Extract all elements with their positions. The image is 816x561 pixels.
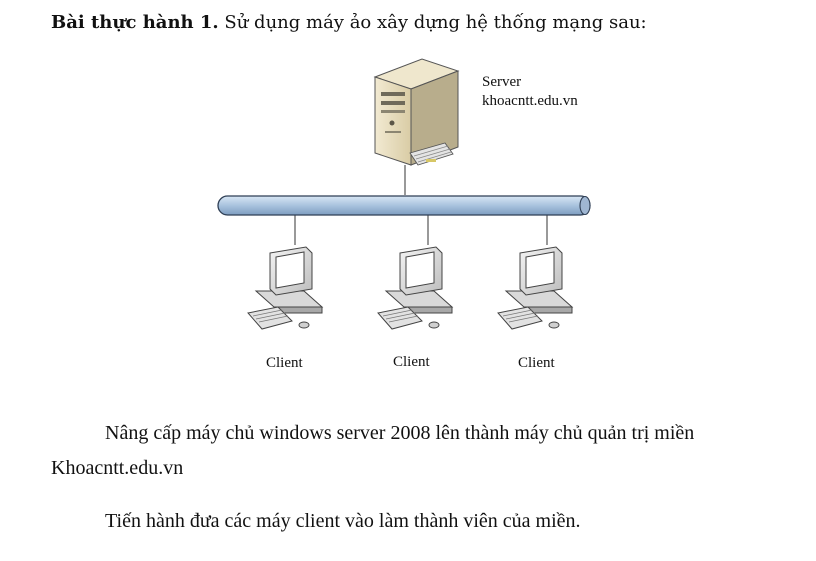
network-diagram-svg	[217, 58, 591, 330]
client-label: Client	[266, 355, 303, 371]
network-diagram: Server khoacntt.edu.vn Client Client Cli…	[200, 55, 620, 385]
desktop-computer-icon	[247, 246, 324, 330]
desktop-computer-icon	[497, 246, 574, 330]
server-tower-icon	[373, 58, 460, 166]
task-paragraph-2: Tiến hành đưa các máy client vào làm thà…	[105, 510, 581, 532]
server-domain-label: khoacntt.edu.vn	[482, 93, 578, 109]
exercise-heading-bold: Bài thực hành 1.	[51, 12, 219, 33]
desktop-computer-icon	[377, 246, 454, 330]
client-label: Client	[393, 354, 430, 370]
task-paragraph-1-line-1: Nâng cấp máy chủ windows server 2008 lên…	[105, 422, 695, 444]
task-paragraph-1-line-2: Khoacntt.edu.vn	[51, 457, 184, 479]
network-bus-cable	[217, 195, 591, 216]
exercise-heading-text: Sử dụng máy ảo xây dựng hệ thống mạng sa…	[218, 12, 647, 33]
server-label: Server	[482, 74, 522, 90]
client-label: Client	[518, 355, 555, 371]
exercise-heading: Bài thực hành 1. Sử dụng máy ảo xây dựng…	[51, 10, 647, 36]
